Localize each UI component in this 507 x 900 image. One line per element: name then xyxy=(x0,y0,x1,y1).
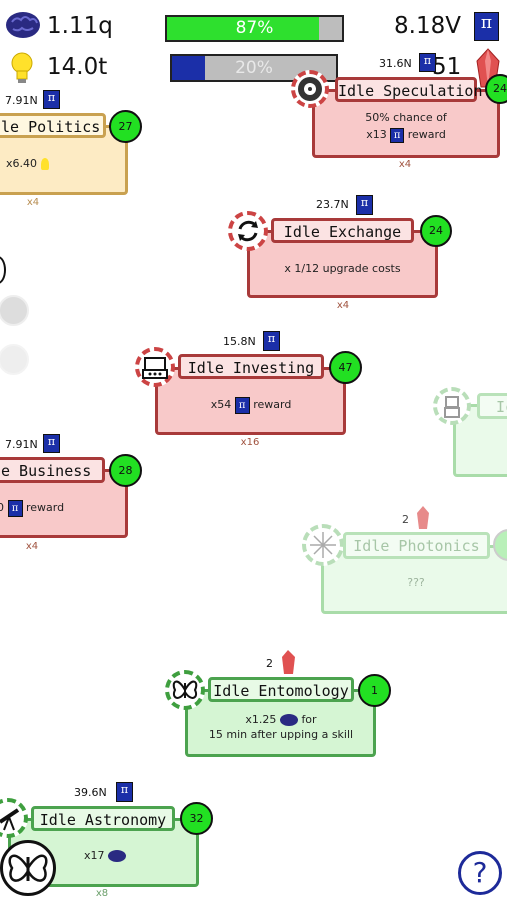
astronomy-title: Idle Astronomy xyxy=(31,806,175,831)
offscreen-node-icon xyxy=(0,256,6,284)
business-tier-mult: x4 xyxy=(25,541,39,552)
exchange-effect: x 1/12 upgrade costs xyxy=(284,262,401,275)
astronomy-tier-mult: x8 xyxy=(95,888,109,899)
secondary-progress-label: 20% xyxy=(235,58,273,78)
crystal-icon xyxy=(416,505,430,531)
speculation-effect-line1: 50% chance of xyxy=(365,111,447,124)
politics-tier-mult: x4 xyxy=(26,197,40,208)
pi-icon: π xyxy=(116,782,133,802)
pi-icon: π xyxy=(7,499,23,517)
speculation-level-badge[interactable]: 24 xyxy=(485,74,507,104)
entomology-multiplier: x1.25 xyxy=(245,713,277,726)
pi-icon: π xyxy=(474,12,499,41)
idea-value: 14.0t xyxy=(47,54,108,80)
brain-icon xyxy=(108,850,126,862)
business-effect: 0 π reward xyxy=(0,499,97,517)
pi-value: 8.18V xyxy=(394,13,461,39)
pi-icon: π xyxy=(356,195,373,215)
crystal-value: 51 xyxy=(432,54,462,80)
investing-effect: x54 π reward xyxy=(160,396,342,414)
speculation-multiplier: x13 xyxy=(366,128,387,141)
business-cost: 7.91N xyxy=(5,438,38,451)
astronomy-multiplier: x17 xyxy=(83,849,105,862)
investing-title: Idle Investing xyxy=(178,354,324,379)
business-reward-label: reward xyxy=(26,501,65,514)
moon-phase-icon xyxy=(0,344,29,375)
pi-icon: π xyxy=(390,127,405,143)
politics-effect-value: x6.40 xyxy=(6,157,38,170)
entomology-cost: 2 xyxy=(266,657,273,670)
crystal-icon xyxy=(281,649,296,676)
pi-icon: π xyxy=(43,90,60,109)
brain-icon xyxy=(279,714,298,726)
entomology-for-label: for xyxy=(301,713,317,726)
photonics-cost: 2 xyxy=(402,513,409,526)
business-level-badge[interactable]: 28 xyxy=(109,454,142,487)
pi-icon: π xyxy=(263,331,280,351)
cash-register-icon[interactable] xyxy=(135,347,175,387)
politics-effect: x6.40 xyxy=(6,155,66,172)
exchange-level-badge[interactable]: 24 xyxy=(420,215,452,247)
thought-value: 1.11q xyxy=(47,13,113,39)
lightbulb-icon xyxy=(9,51,35,85)
entomology-effect-line1: x1.25 for xyxy=(190,711,372,728)
primary-progress-fill xyxy=(167,17,320,40)
entomology-title: Idle Entomology xyxy=(208,677,354,702)
investing-multiplier: x54 xyxy=(210,398,232,411)
primary-progress-bar: 87% xyxy=(165,15,344,42)
help-button[interactable]: ? xyxy=(458,851,502,895)
investing-reward-label: reward xyxy=(253,398,292,411)
laser-icon[interactable] xyxy=(302,524,344,566)
butterfly-icon[interactable] xyxy=(0,840,56,896)
astronomy-level-badge[interactable]: 32 xyxy=(180,802,213,835)
moon-phase-icon xyxy=(0,295,29,326)
photonics-title: Idle Photonics xyxy=(343,532,490,559)
investing-level-badge[interactable]: 47 xyxy=(329,351,362,384)
politics-title: le Politics xyxy=(0,113,106,138)
business-multiplier: 0 xyxy=(0,501,4,514)
robot-icon[interactable] xyxy=(433,387,471,425)
exchange-icon[interactable] xyxy=(228,211,268,251)
entomology-level-badge[interactable]: 1 xyxy=(358,674,391,707)
primary-progress-label: 87% xyxy=(235,18,274,38)
pi-icon: π xyxy=(419,53,436,72)
speculation-reward-label: reward xyxy=(407,128,446,141)
robotics-title: Ic xyxy=(477,393,507,419)
speculation-cost: 31.6N xyxy=(379,57,412,70)
speculation-tier-mult: x4 xyxy=(398,159,412,170)
lightbulb-icon xyxy=(40,158,49,170)
speculation-title: Idle Speculation xyxy=(335,77,483,102)
astronomy-cost: 39.6N xyxy=(74,786,107,799)
pi-icon: π xyxy=(234,396,250,414)
pi-icon: π xyxy=(43,434,60,453)
exchange-title: Idle Exchange xyxy=(271,218,414,243)
investing-tier-mult: x16 xyxy=(240,437,260,448)
brain-icon xyxy=(4,8,42,40)
telescope-icon[interactable] xyxy=(0,798,28,838)
astronomy-effect: x17 xyxy=(60,847,150,864)
exchange-cost: 23.7N xyxy=(316,198,349,211)
investing-cost: 15.8N xyxy=(223,335,256,348)
butterfly-icon[interactable] xyxy=(165,670,205,710)
entomology-effect-line2: 15 min after upping a skill xyxy=(208,728,354,741)
business-title: e Business xyxy=(0,457,105,483)
politics-level-badge[interactable]: 27 xyxy=(109,110,142,143)
secondary-progress-fill xyxy=(172,56,205,80)
speculation-effect-line2: x13 π reward xyxy=(320,126,492,143)
photonics-effect: ??? xyxy=(407,576,425,589)
politics-cost: 7.91N xyxy=(5,94,38,107)
roulette-icon[interactable] xyxy=(291,70,329,108)
exchange-tier-mult: x4 xyxy=(336,300,350,311)
